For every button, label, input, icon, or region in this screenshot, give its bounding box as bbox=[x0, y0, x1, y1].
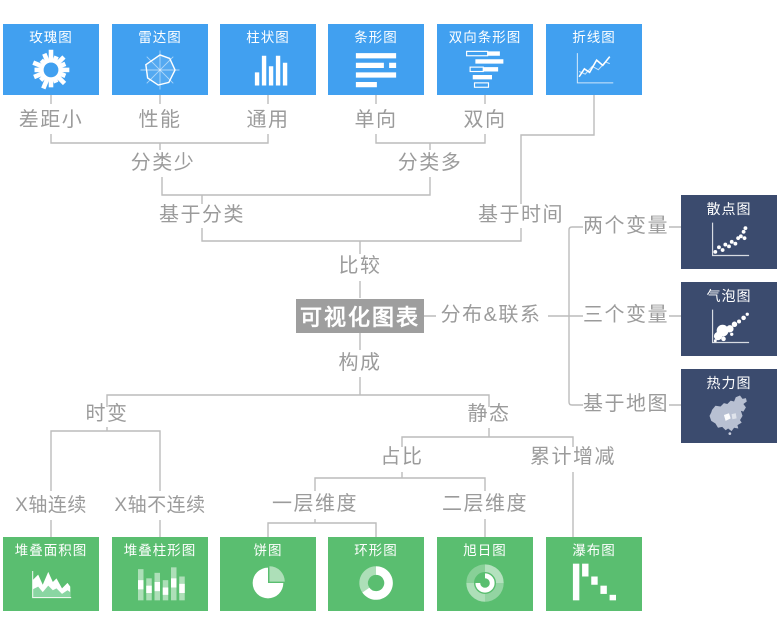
rose-chart-card: 玫瑰图 bbox=[3, 24, 99, 95]
stacked-column-chart-icon bbox=[138, 567, 185, 601]
connector-blue-box-ticks bbox=[50, 95, 486, 104]
column-chart-icon bbox=[254, 55, 288, 86]
waterfall-chart-card: 瀑布图 bbox=[546, 537, 642, 611]
node-gap-small: 差距小 bbox=[18, 109, 84, 131]
node-time-varying: 时变 bbox=[85, 403, 129, 425]
scatter-chart-card: 散点图 bbox=[681, 195, 777, 269]
bar-chart-title: 条形图 bbox=[354, 30, 398, 45]
connector-one-dim-bracket bbox=[267, 519, 377, 537]
connector-few-categories-bracket bbox=[50, 134, 269, 150]
connector-composition-bracket bbox=[106, 394, 490, 407]
radar-chart-card: 雷达图 bbox=[112, 24, 208, 95]
sunburst-chart-icon bbox=[466, 564, 504, 602]
stacked-area-chart-icon bbox=[32, 571, 72, 599]
line-chart-icon bbox=[576, 53, 614, 84]
connector-proportion-bracket bbox=[314, 472, 486, 491]
root-node: 可视化图表 bbox=[296, 299, 424, 333]
node-many-categories: 分类多 bbox=[397, 152, 463, 174]
connector-static-bracket bbox=[401, 428, 574, 447]
donut-chart-icon bbox=[359, 566, 393, 600]
bidirectional-bar-chart-title: 双向条形图 bbox=[448, 30, 522, 45]
scatter-chart-icon bbox=[711, 222, 750, 257]
node-two-way: 双向 bbox=[463, 109, 507, 131]
bar-chart-icon bbox=[355, 53, 397, 88]
stacked-area-chart-card: 堆叠面积图 bbox=[3, 537, 99, 611]
donut-chart-card: 环形图 bbox=[328, 537, 424, 611]
line-chart-card: 折线图 bbox=[546, 24, 642, 95]
heatmap-chart-title: 热力图 bbox=[706, 375, 752, 391]
rose-chart-icon bbox=[32, 49, 70, 90]
node-one-dimension: 一层维度 bbox=[272, 493, 358, 515]
node-one-way: 单向 bbox=[354, 109, 398, 131]
bidirectional-bar-chart-card: 双向条形图 bbox=[437, 24, 533, 95]
pie-chart-card: 饼图 bbox=[220, 537, 316, 611]
node-composition: 构成 bbox=[338, 352, 382, 374]
node-performance: 性能 bbox=[138, 109, 182, 131]
heatmap-chart-card: 热力图 bbox=[681, 369, 777, 443]
connector-compare-bracket bbox=[201, 228, 522, 254]
bubble-chart-card: 气泡图 bbox=[681, 282, 777, 356]
connector-many-categories-bracket bbox=[375, 134, 486, 150]
node-compare: 比较 bbox=[338, 255, 382, 277]
node-general: 通用 bbox=[246, 109, 290, 131]
line-chart-title: 折线图 bbox=[572, 30, 616, 45]
pie-chart-icon bbox=[252, 566, 285, 599]
node-two-dimension: 二层维度 bbox=[442, 493, 528, 515]
heatmap-china-map-icon bbox=[709, 395, 747, 435]
rose-chart-title: 玫瑰图 bbox=[29, 30, 73, 45]
radar-chart-title: 雷达图 bbox=[138, 30, 182, 45]
connector-two-dim-and-cumulative-ticks bbox=[484, 472, 574, 537]
node-few-categories: 分类少 bbox=[130, 152, 196, 174]
node-two-variables: 两个变量 bbox=[583, 215, 669, 237]
node-x-continuous: X轴连续 bbox=[15, 495, 87, 516]
sunburst-chart-title: 旭日图 bbox=[463, 543, 507, 558]
bubble-chart-title: 气泡图 bbox=[706, 288, 752, 304]
scatter-chart-title: 散点图 bbox=[706, 201, 752, 217]
node-cumulative: 累计增减 bbox=[530, 446, 616, 468]
sunburst-chart-card: 旭日图 bbox=[437, 537, 533, 611]
node-by-category: 基于分类 bbox=[159, 204, 245, 226]
stacked-area-chart-title: 堆叠面积图 bbox=[14, 543, 88, 558]
waterfall-chart-icon bbox=[572, 563, 616, 601]
column-chart-card: 柱状图 bbox=[220, 24, 316, 95]
bidirectional-bar-chart-icon bbox=[466, 50, 504, 88]
node-by-time: 基于时间 bbox=[478, 204, 564, 226]
node-distribution: 分布&联系 bbox=[440, 304, 542, 326]
bubble-chart-icon bbox=[711, 309, 750, 344]
node-static: 静态 bbox=[467, 403, 511, 425]
column-chart-title: 柱状图 bbox=[246, 30, 290, 45]
pie-chart-title: 饼图 bbox=[253, 543, 283, 558]
bar-chart-card: 条形图 bbox=[328, 24, 424, 95]
connector-time-varying-bracket bbox=[50, 427, 161, 537]
node-x-discontinuous: X轴不连续 bbox=[114, 495, 206, 516]
node-map-based: 基于地图 bbox=[583, 393, 669, 415]
connector-by-category-bracket bbox=[161, 177, 431, 204]
donut-chart-title: 环形图 bbox=[354, 543, 398, 558]
node-proportion: 占比 bbox=[380, 446, 424, 468]
connector-distribution-branch bbox=[424, 226, 681, 406]
stacked-column-chart-card: 堆叠柱形图 bbox=[112, 537, 208, 611]
node-three-variables: 三个变量 bbox=[583, 304, 669, 326]
waterfall-chart-title: 瀑布图 bbox=[572, 543, 616, 558]
stacked-column-chart-title: 堆叠柱形图 bbox=[123, 543, 197, 558]
radar-chart-icon bbox=[140, 50, 180, 90]
connector-linechart-to-bytime bbox=[520, 95, 595, 204]
